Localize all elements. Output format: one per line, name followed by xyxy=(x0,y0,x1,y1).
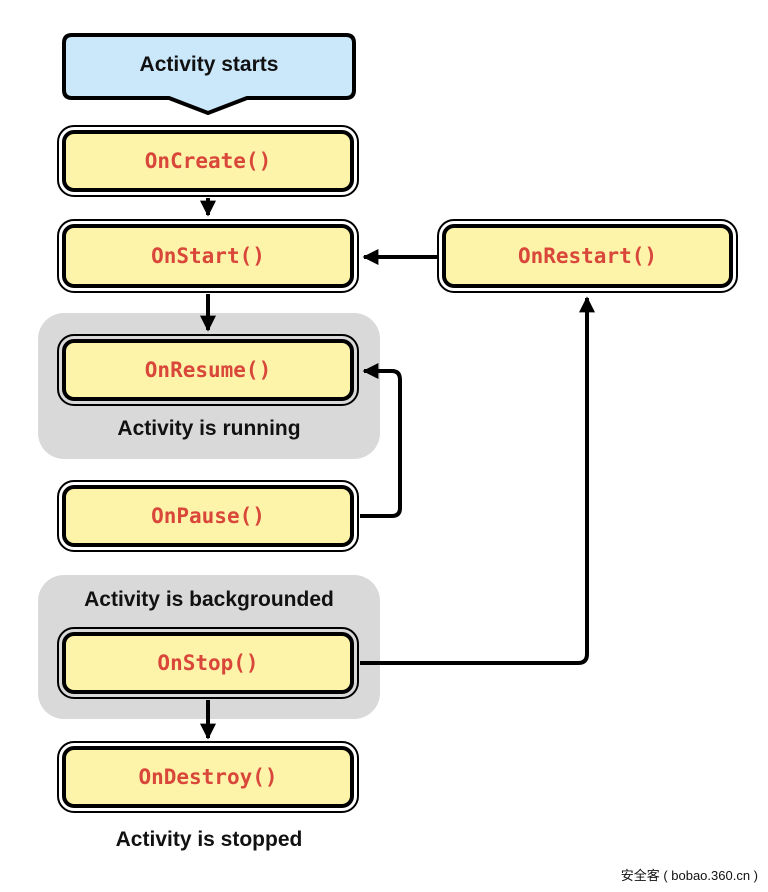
on-resume-box: OnResume() xyxy=(57,334,359,406)
backgrounded-state-label: Activity is backgrounded xyxy=(84,588,334,611)
on-restart-box: OnRestart() xyxy=(437,219,738,293)
watermark-text: 安全客 ( bobao.360.cn ) xyxy=(620,868,758,883)
on-pause-box: OnPause() xyxy=(57,480,359,552)
on-stop-box: OnStop() xyxy=(57,627,359,699)
arrow-stop-to-restart xyxy=(360,296,595,665)
arrow-pause-to-resume xyxy=(360,363,402,518)
running-state-label: Activity is running xyxy=(117,417,301,440)
stopped-state-label: Activity is stopped xyxy=(115,828,303,851)
on-start-box: OnStart() xyxy=(57,219,359,293)
activity-starts-label: Activity starts xyxy=(139,53,279,76)
on-destroy-box: OnDestroy() xyxy=(57,741,359,813)
on-create-box: OnCreate() xyxy=(57,125,359,197)
